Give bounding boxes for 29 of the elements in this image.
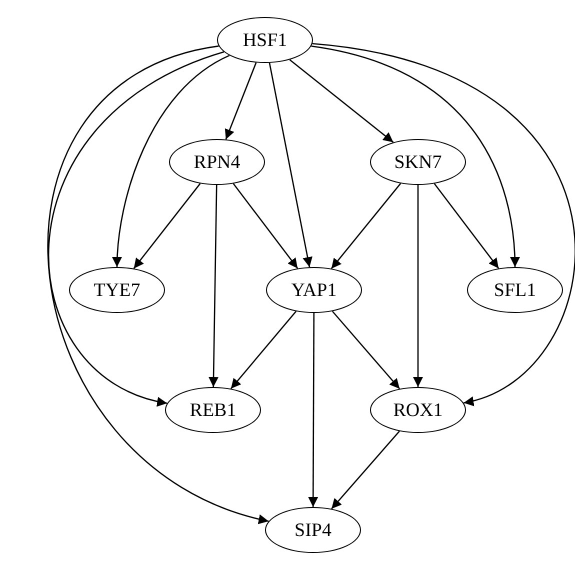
arrow [308,313,318,507]
arrow [112,54,230,268]
gene-name: SKN7 [394,152,442,172]
arrow [311,46,520,268]
arrow [434,183,500,269]
arrow [312,42,575,404]
gene-name: RPN4 [194,152,240,172]
arrow [133,183,201,269]
gene-name: YAP1 [291,280,337,300]
arrow [230,310,297,390]
arrow [208,184,219,388]
gene-ellipse [217,17,313,63]
arrow [232,183,298,269]
arrow [332,310,400,390]
gene-name: SFL1 [494,280,536,300]
arrow [331,430,400,510]
arrow [48,45,269,523]
gene-name: TYE7 [94,280,140,300]
arrow [268,62,312,268]
arrow [413,185,423,387]
arrow [48,51,224,406]
gene-name: ROX1 [393,400,443,420]
arrow [224,62,257,140]
gene-name: SIP4 [294,520,332,540]
arrow [289,59,394,143]
arrow [330,183,402,269]
gene-name: REB1 [190,400,236,420]
gene-ellipse [467,267,563,313]
gene-name: HSF1 [242,30,288,50]
